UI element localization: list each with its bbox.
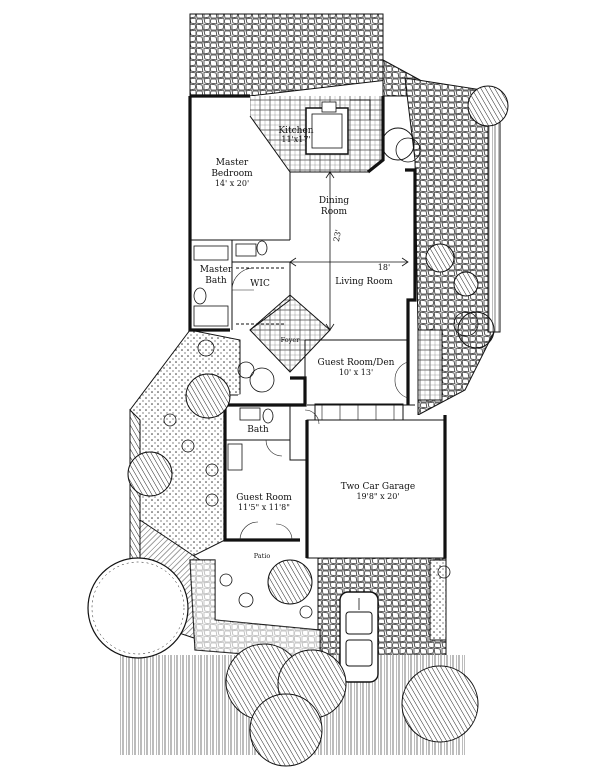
foyer-label: Foyer xyxy=(281,336,301,344)
master-bedroom-label-2: Bedroom xyxy=(211,169,253,179)
kitchen-floor xyxy=(250,96,383,172)
tree-side-right xyxy=(381,85,509,349)
guest-den-size: 10' x 13' xyxy=(339,368,373,377)
shrubs xyxy=(163,339,451,619)
living-length-dim: 23' xyxy=(332,229,343,243)
room-labels: Kitchen 11'x17' Master Bedroom 14' x 20'… xyxy=(200,126,415,560)
living-width-dim: 18' xyxy=(378,263,390,272)
bath-fixtures xyxy=(193,240,274,471)
kitchen-size: 11'x17' xyxy=(281,135,310,144)
rear-patio-paving xyxy=(189,13,426,97)
garage-label: Two Car Garage xyxy=(341,482,415,492)
tree-patio xyxy=(267,559,313,605)
garage-size: 19'8" x 20' xyxy=(356,492,399,501)
interior-walls xyxy=(190,115,415,461)
guest-den-label: Guest Room/Den xyxy=(318,358,395,368)
exterior-walls xyxy=(188,94,447,558)
east-side-paving xyxy=(404,77,501,416)
palm-cluster xyxy=(225,643,347,767)
landscape-trees xyxy=(87,85,509,767)
master-bedroom-label-1: Master xyxy=(216,158,249,168)
dining-label-1: Dining xyxy=(319,196,350,206)
car xyxy=(339,591,379,683)
tree-front-left xyxy=(87,557,189,659)
tree-front-right xyxy=(401,665,479,743)
tree-side-left xyxy=(127,373,231,497)
wic-label: WIC xyxy=(250,279,270,289)
dining-label-2: Room xyxy=(321,207,348,217)
guest-room-label: Guest Room xyxy=(236,493,292,503)
kitchen-label: Kitchen xyxy=(278,126,313,136)
garage-floor xyxy=(306,403,446,559)
front-walkway xyxy=(189,559,321,661)
master-bedroom-size: 14' x 20' xyxy=(215,179,249,188)
guest-room-size: 11'5" x 11'8" xyxy=(238,503,290,512)
wic-shelving xyxy=(236,267,286,325)
living-room-label: Living Room xyxy=(335,277,393,287)
living-dimensions xyxy=(289,171,409,331)
master-bath-label-1: Master xyxy=(200,265,233,275)
patio-label: Patio xyxy=(254,552,271,560)
bath-label: Bath xyxy=(247,425,269,435)
door-swings xyxy=(231,267,409,541)
master-bath-label-2: Bath xyxy=(205,276,227,286)
